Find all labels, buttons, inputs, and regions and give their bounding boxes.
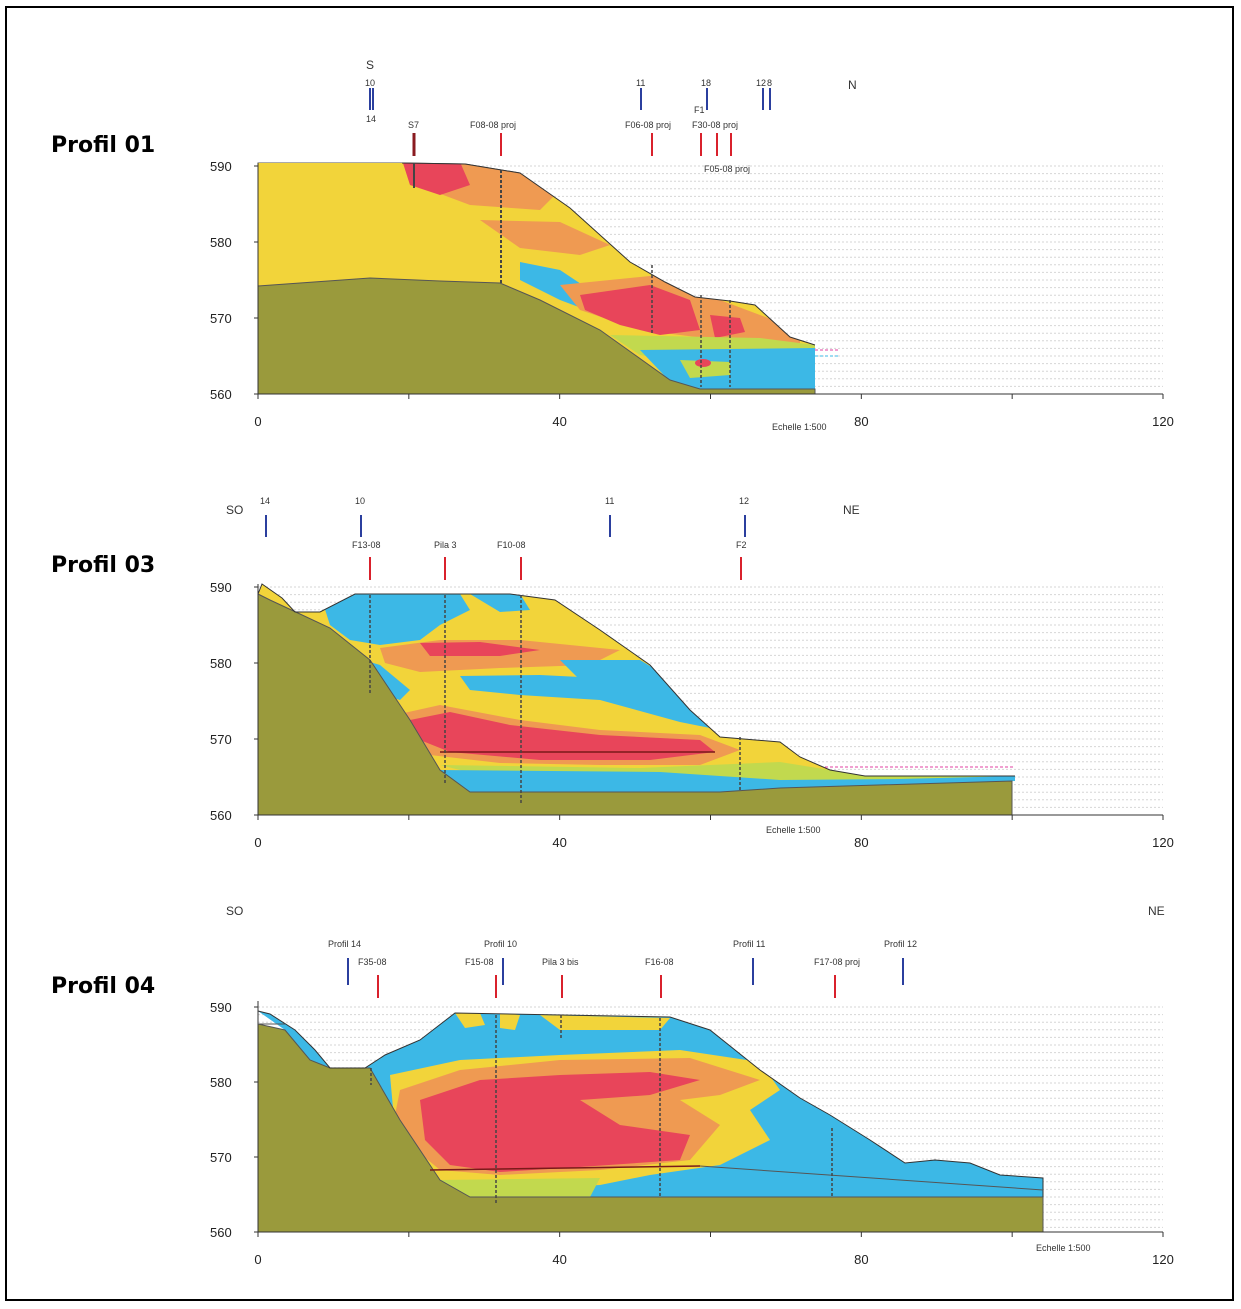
y-tick-label: 570: [210, 311, 232, 326]
profile-03-panel: SO NE 14 10 11 12 F13-08 Pila 3 F10-08 F…: [210, 496, 1174, 850]
y-tick-label: 590: [210, 159, 232, 174]
profile-04-label: F35-08: [358, 957, 387, 967]
profile-04-label: F17-08 proj: [814, 957, 860, 967]
profile-04-label: F15-08: [465, 957, 494, 967]
x-tick-label: 120: [1152, 835, 1174, 850]
y-tick-label: 580: [210, 656, 232, 671]
profile-03-scale: Echelle 1:500: [766, 825, 821, 835]
x-tick-label: 40: [552, 835, 566, 850]
profile-01-dir-right: N: [848, 78, 857, 92]
profile-03-title: Profil 03: [51, 553, 155, 578]
profile-01-label: F1: [694, 105, 705, 115]
x-tick-label: 0: [254, 1252, 261, 1267]
profile-03-label: F13-08: [352, 540, 381, 550]
profile-01-label: 11: [636, 78, 645, 88]
x-tick-label: 0: [254, 835, 261, 850]
x-tick-label: 80: [854, 1252, 868, 1267]
y-tick-label: 590: [210, 580, 232, 595]
profile-03-axes: 590 580 570 560 0 40 80 120: [210, 580, 1174, 850]
profile-03-dir-right: NE: [843, 503, 860, 517]
profile-03-dir-left: SO: [226, 503, 243, 517]
profile-01-dir-left: S: [366, 58, 374, 72]
x-tick-label: 40: [552, 1252, 566, 1267]
profile-04-axes: 590 580 570 560 0 40 80 120: [210, 1000, 1174, 1267]
profile-01-label: F30-08 proj: [692, 120, 738, 130]
profile-04-panel: SO NE Profil 14 F35-08 Profil 10 F15-08 …: [210, 904, 1174, 1267]
profile-03-label: 14: [260, 496, 270, 506]
profile-01-axes: 590 580 570 560 0 40 80 120: [210, 159, 1174, 429]
y-tick-label: 560: [210, 808, 232, 823]
profile-03-label: 11: [605, 496, 614, 506]
x-tick-label: 80: [854, 414, 868, 429]
x-tick-label: 120: [1152, 414, 1174, 429]
x-tick-label: 0: [254, 414, 261, 429]
profile-03-label: 12: [739, 496, 749, 506]
profile-01-label: 18: [701, 78, 711, 88]
profile-01-scale: Echelle 1:500: [772, 422, 827, 432]
profile-04-dir-right: NE: [1148, 904, 1165, 918]
profile-01-label: 8: [767, 78, 772, 88]
x-tick-label: 40: [552, 414, 566, 429]
y-tick-label: 580: [210, 1075, 232, 1090]
profile-01-panel: S N 10 14 11 18 F1 12 8 S7 F08-08 proj F…: [210, 58, 1174, 432]
y-tick-label: 560: [210, 1225, 232, 1240]
profile-01-label: 12: [756, 78, 766, 88]
y-tick-label: 570: [210, 1150, 232, 1165]
profile-04-label: Profil 14: [328, 939, 361, 949]
profile-04-label: Profil 12: [884, 939, 917, 949]
x-tick-label: 120: [1152, 1252, 1174, 1267]
profile-03-label: F2: [736, 540, 747, 550]
profile-03-label: Pila 3: [434, 540, 457, 550]
profile-04-label: Profil 11: [733, 939, 765, 949]
profile-04-label: Profil 10: [484, 939, 517, 949]
profile-03-bedrock: [257, 593, 1013, 816]
profile-03-label: F10-08: [497, 540, 526, 550]
profile-04-label: F16-08: [645, 957, 674, 967]
x-tick-label: 80: [854, 835, 868, 850]
profile-01-label: F05-08 proj: [704, 164, 750, 174]
y-tick-label: 570: [210, 732, 232, 747]
y-tick-label: 580: [210, 235, 232, 250]
profile-01-label: 14: [366, 114, 376, 124]
profile-04-scale: Echelle 1:500: [1036, 1243, 1091, 1253]
y-tick-label: 590: [210, 1000, 232, 1015]
profile-04-dir-left: SO: [226, 904, 243, 918]
profile-01-label: S7: [408, 120, 419, 130]
profile-01-label: 10: [365, 78, 375, 88]
profile-01-title: Profil 01: [51, 133, 155, 158]
profile-04-label: Pila 3 bis: [542, 957, 579, 967]
profile-03-label: 10: [355, 496, 365, 506]
y-tick-label: 560: [210, 387, 232, 402]
profile-01-label: F08-08 proj: [470, 120, 516, 130]
profile-04-title: Profil 04: [51, 974, 155, 999]
profile-01-label: F06-08 proj: [625, 120, 671, 130]
figure-frame: [5, 6, 1234, 1301]
